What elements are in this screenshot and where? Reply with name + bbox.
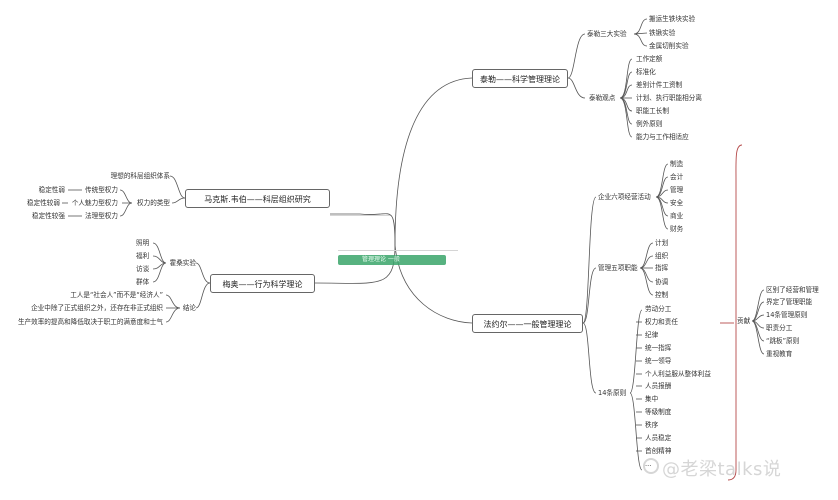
weber-stability-item[interactable]: 稳定性较弱 <box>27 199 60 207</box>
fayol-principle-item[interactable]: 等级制度 <box>645 408 672 416</box>
fayol-contrib-item[interactable]: 区别了经营和管理 <box>766 286 819 294</box>
fayol-principle-item[interactable]: 人员报酬 <box>645 382 672 390</box>
fayol-principle-item[interactable]: 纪律 <box>645 331 659 339</box>
taylor-view-item[interactable]: 差别计件工资制 <box>636 81 683 89</box>
fayol-principle-item[interactable]: 统一领导 <box>645 357 672 365</box>
fayol-principle-item[interactable]: 人员稳定 <box>645 434 672 442</box>
fayol-five-item[interactable]: 指挥 <box>655 264 669 272</box>
taylor-experiments-label[interactable]: 泰勒三大实验 <box>587 30 627 38</box>
mayo-conclusion-item[interactable]: 生产效率的提高和降低取决于职工的满意度和士气 <box>17 318 163 326</box>
fayol-contrib-item[interactable]: 职责分工 <box>766 324 793 332</box>
fayol-five-item[interactable]: 组织 <box>655 252 669 260</box>
fayol-six-item[interactable]: 管理 <box>670 186 684 194</box>
fayol-contrib-item[interactable]: 重视教育 <box>766 350 793 358</box>
fayol-principle-item[interactable]: 集中 <box>645 395 659 403</box>
fayol-five-item[interactable]: 协调 <box>655 278 669 286</box>
weber-ideal-system[interactable]: 理想的科层组织体系 <box>110 172 170 180</box>
weber-topic[interactable]: 马克斯.韦伯——科层组织研究 <box>185 189 330 208</box>
mayo-conclusion-item[interactable]: 工人是“社会人”而不是“经济人” <box>70 291 163 299</box>
fayol-principle-item[interactable]: 首创精神 <box>645 447 672 455</box>
mayo-experiment-item[interactable]: 福利 <box>136 252 150 260</box>
fayol-six-item[interactable]: 制造 <box>670 160 684 168</box>
fayol-topic[interactable]: 法约尔——一般管理理论 <box>472 314 583 333</box>
taylor-topic[interactable]: 泰勒——科学管理理论 <box>472 69 568 88</box>
fayol-five-label[interactable]: 管理五项职能 <box>598 264 638 272</box>
taylor-experiment-item[interactable]: 金属切削实验 <box>649 42 689 50</box>
faint-line <box>338 250 458 251</box>
taylor-view-item[interactable]: 计划、执行职能相分离 <box>636 94 702 102</box>
fayol-five-item[interactable]: 计划 <box>655 239 669 247</box>
fayol-six-label[interactable]: 企业六项经营活动 <box>598 193 651 201</box>
taylor-experiment-item[interactable]: 搬运生铁块实验 <box>649 15 696 23</box>
taylor-experiment-item[interactable]: 铁锹实验 <box>649 29 676 37</box>
fayol-five-item[interactable]: 控制 <box>655 291 669 299</box>
fayol-six-item[interactable]: 安全 <box>670 199 684 207</box>
mayo-experiment-item[interactable]: 照明 <box>136 239 150 247</box>
fayol-principle-item[interactable]: 权力和责任 <box>645 318 678 326</box>
center-node-label: 管理理论 一般 <box>338 255 446 265</box>
taylor-view-item[interactable]: 职能工长制 <box>636 107 669 115</box>
fayol-six-item[interactable]: 财务 <box>670 225 684 233</box>
taylor-view-item[interactable]: 标准化 <box>636 68 656 76</box>
mayo-conclusion-item[interactable]: 企业中除了正式组织之外，还存在非正式组织 <box>31 304 163 312</box>
taylor-view-item[interactable]: 工作定额 <box>636 55 663 63</box>
faint-line <box>330 215 390 216</box>
watermark: @老梁talks说 <box>662 459 782 480</box>
weber-power-item[interactable]: 个人魅力型权力 <box>71 199 118 207</box>
taylor-view-item[interactable]: 能力与工作相适应 <box>636 133 689 141</box>
weber-power-item[interactable]: 法理型权力 <box>85 212 118 220</box>
mayo-experiment-label[interactable]: 霍桑实验 <box>169 259 196 267</box>
watermark-logo-icon <box>643 458 659 474</box>
mayo-experiment-item[interactable]: 群体 <box>136 278 150 286</box>
fayol-contrib-item[interactable]: 14条管理原则 <box>766 311 808 319</box>
fayol-six-item[interactable]: 会计 <box>670 173 684 181</box>
mayo-experiment-item[interactable]: 访谈 <box>136 265 150 273</box>
taylor-view-item[interactable]: 例外原则 <box>636 120 663 128</box>
fayol-contrib-item[interactable]: 界定了管理职能 <box>766 298 813 306</box>
taylor-views-label[interactable]: 泰勒观点 <box>589 94 616 102</box>
weber-power-item[interactable]: 传统型权力 <box>85 186 118 194</box>
mayo-topic[interactable]: 梅奥——行为科学理论 <box>210 274 315 293</box>
fayol-principle-item[interactable]: 统一指挥 <box>645 344 672 352</box>
fayol-principle-item[interactable]: 秩序 <box>645 421 659 429</box>
weber-stability-item[interactable]: 稳定性较强 <box>32 212 65 220</box>
fayol-principle-item[interactable]: 劳动分工 <box>645 305 672 313</box>
weber-power-label[interactable]: 权力的类型 <box>137 199 170 207</box>
mayo-conclusion-label[interactable]: 结论 <box>182 304 196 312</box>
fayol-fourteen-label[interactable]: 14条原则 <box>598 389 627 397</box>
fayol-principle-item[interactable]: 个人利益服从整体利益 <box>645 370 711 378</box>
fayol-contrib-label[interactable]: 贡献 <box>737 317 751 325</box>
fayol-six-item[interactable]: 商业 <box>670 212 684 220</box>
fayol-contrib-item[interactable]: “跳板”原则 <box>766 337 800 345</box>
weber-stability-item[interactable]: 稳定性弱 <box>38 186 65 194</box>
